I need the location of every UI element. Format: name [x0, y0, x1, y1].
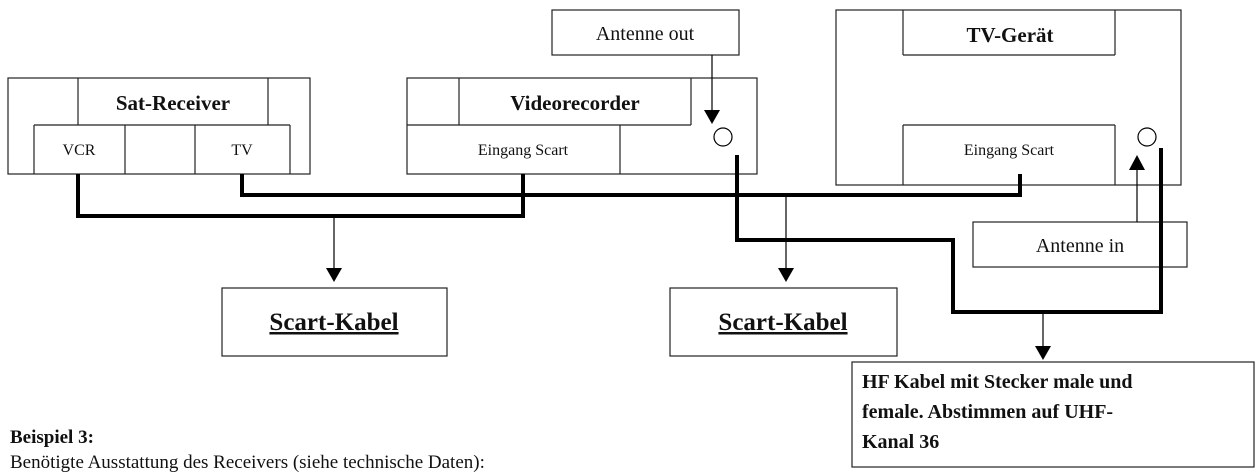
scart-cable-label-2: Scart-Kabel — [669, 287, 898, 357]
sat-receiver-box: Sat-Receiver VCR TV — [7, 77, 311, 175]
hf-cable-label: HF Kabel mit Stecker male und female. Ab… — [851, 361, 1255, 468]
arrow-down-icon — [778, 268, 794, 282]
scart-cable-label-2-text: Scart-Kabel — [718, 309, 847, 336]
antenna-out-label: Antenne out — [596, 23, 695, 45]
hf-cable-line2: female. Abstimmen auf UHF- — [862, 401, 1113, 423]
scart-cable-label-1-text: Scart-Kabel — [269, 309, 398, 336]
sat-receiver-title: Sat-Receiver — [116, 91, 230, 115]
arrow-down-icon — [1035, 346, 1051, 360]
hf-cable-line — [735, 148, 1163, 314]
antenna-in-box: Antenne in — [972, 155, 1188, 268]
arrow-down-icon — [326, 268, 342, 282]
tv-antenna-socket-icon — [1137, 127, 1157, 147]
tv-box: TV-Gerät Eingang Scart — [835, 9, 1182, 186]
videorecorder-box: Videorecorder Eingang Scart — [406, 77, 758, 175]
tv-input-label: Eingang Scart — [964, 142, 1055, 159]
videorecorder-input-label: Eingang Scart — [478, 142, 569, 159]
arrow-up-icon — [1129, 155, 1145, 170]
scart-cable-label-1: Scart-Kabel — [221, 287, 448, 357]
antenna-in-label: Antenne in — [1036, 235, 1124, 257]
hf-cable-line3: Kanal 36 — [862, 431, 939, 453]
example-description: Benötigte Ausstattung des Receivers (sie… — [10, 452, 485, 473]
arrow-down-icon — [704, 110, 720, 124]
example-heading: Beispiel 3: — [10, 427, 94, 448]
videorecorder-title: Videorecorder — [510, 91, 639, 115]
port-tv-label: TV — [231, 142, 253, 159]
scart-cable-line-2 — [240, 174, 1022, 197]
antenna-out-box: Antenne out — [551, 9, 740, 124]
vcr-antenna-socket-icon — [713, 127, 733, 147]
port-vcr-label: VCR — [63, 142, 96, 159]
tv-title: TV-Gerät — [966, 23, 1053, 47]
example-section: Beispiel 3: Benötigte Ausstattung des Re… — [10, 425, 830, 475]
hf-cable-line1: HF Kabel mit Stecker male und — [862, 371, 1133, 393]
